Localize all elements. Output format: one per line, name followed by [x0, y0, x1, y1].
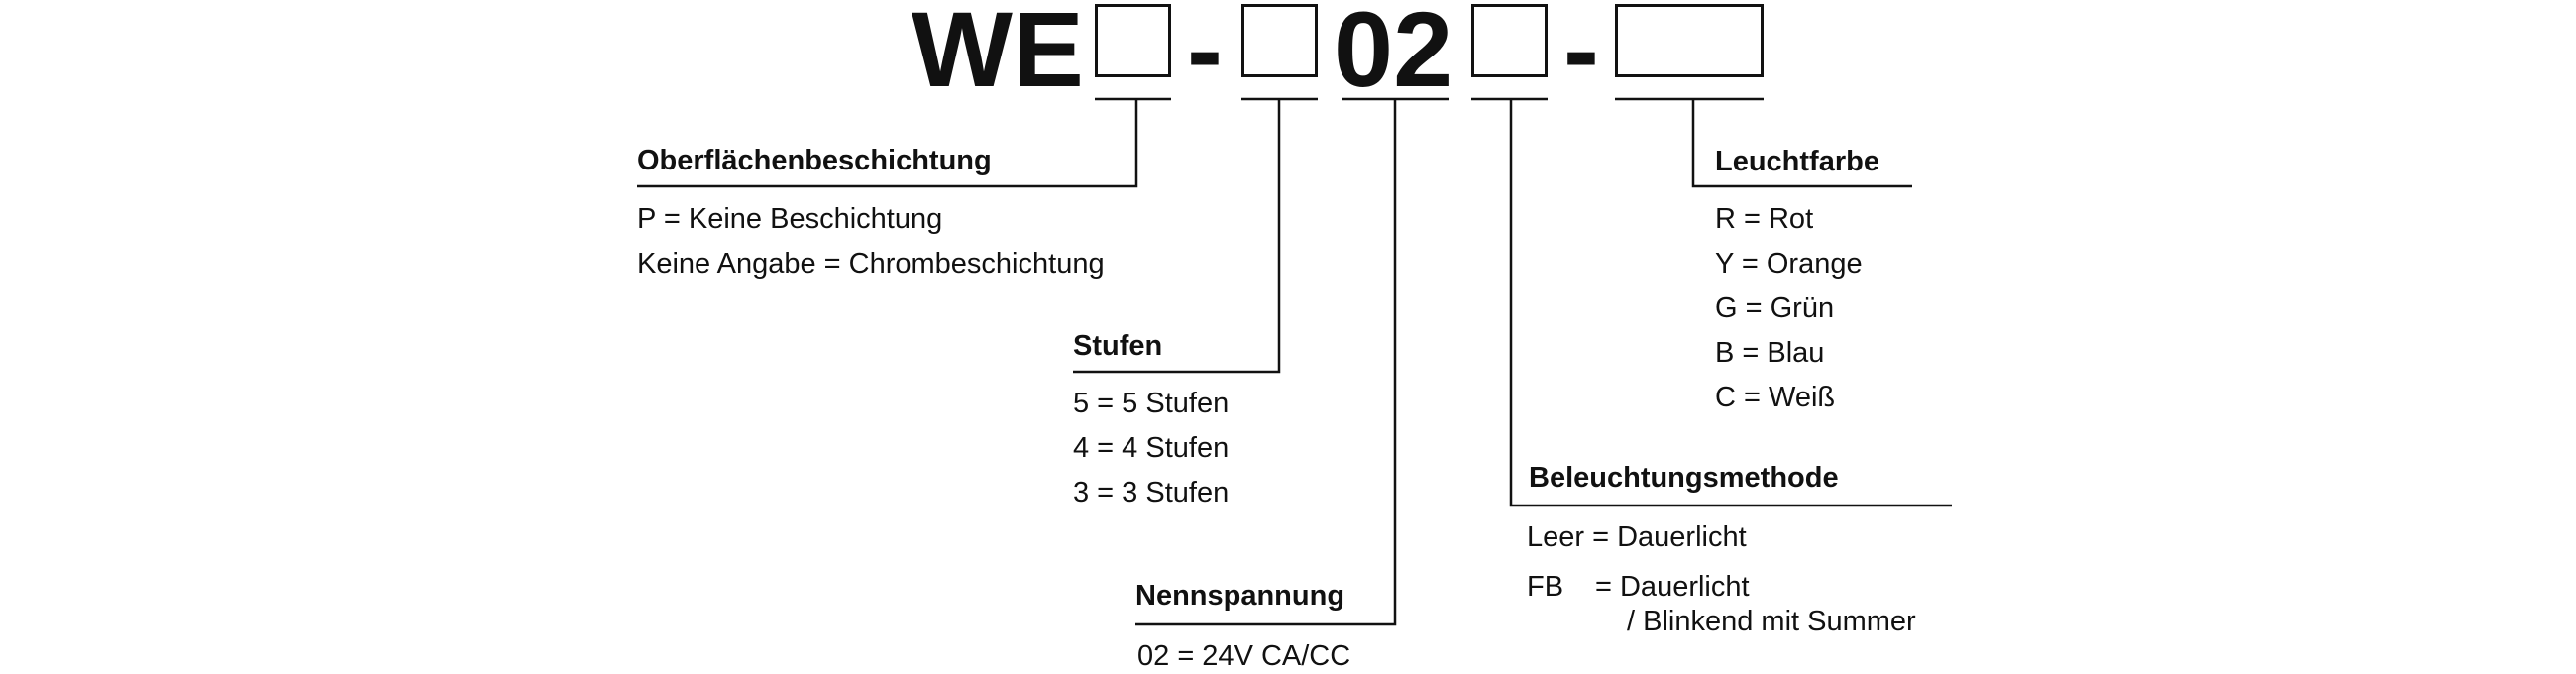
color-box	[1615, 4, 1764, 77]
leader-voltage	[1135, 99, 1397, 626]
stages-option: 3 = 3 Stufen	[1073, 477, 1230, 508]
lighting-option: Leer = Dauerlicht	[1527, 521, 1747, 553]
voltage-option: 02 = 24V CA/CC	[1137, 640, 1351, 672]
stages-box	[1241, 4, 1318, 77]
stages-option: 5 = 5 Stufen	[1073, 388, 1230, 419]
lighting-box	[1471, 4, 1548, 77]
leader-stages	[1073, 99, 1281, 374]
lighting-option-continuation: / Blinkend mit Summer	[1627, 606, 1916, 637]
lighting-option-code: FB	[1527, 571, 1564, 603]
code-mid: 02	[1334, 0, 1453, 109]
leader-color	[1691, 99, 1912, 188]
lighting-option: = Dauerlicht	[1595, 571, 1750, 603]
color-option: Y = Orange	[1715, 248, 1863, 280]
code-dash-2: -	[1563, 0, 1599, 109]
code-prefix: WE	[912, 0, 1084, 109]
voltage-title: Nennspannung	[1135, 580, 1345, 612]
coating-title: Oberflächenbeschichtung	[637, 145, 992, 176]
lighting-title: Beleuchtungsmethode	[1529, 462, 1839, 494]
coating-option: P = Keine Beschichtung	[637, 203, 943, 235]
color-option: B = Blau	[1715, 337, 1825, 369]
color-option: C = Weiß	[1715, 382, 1836, 413]
leader-lighting	[1509, 99, 1952, 507]
color-option: G = Grün	[1715, 292, 1835, 324]
stages-option: 4 = 4 Stufen	[1073, 432, 1230, 464]
leader-coating	[637, 99, 1138, 188]
coating-box	[1095, 4, 1171, 77]
color-title: Leuchtfarbe	[1715, 146, 1879, 177]
stages-title: Stufen	[1073, 330, 1163, 362]
coating-option: Keine Angabe = Chrombeschichtung	[637, 248, 1105, 280]
color-option: R = Rot	[1715, 203, 1814, 235]
code-dash-1: -	[1187, 0, 1223, 109]
